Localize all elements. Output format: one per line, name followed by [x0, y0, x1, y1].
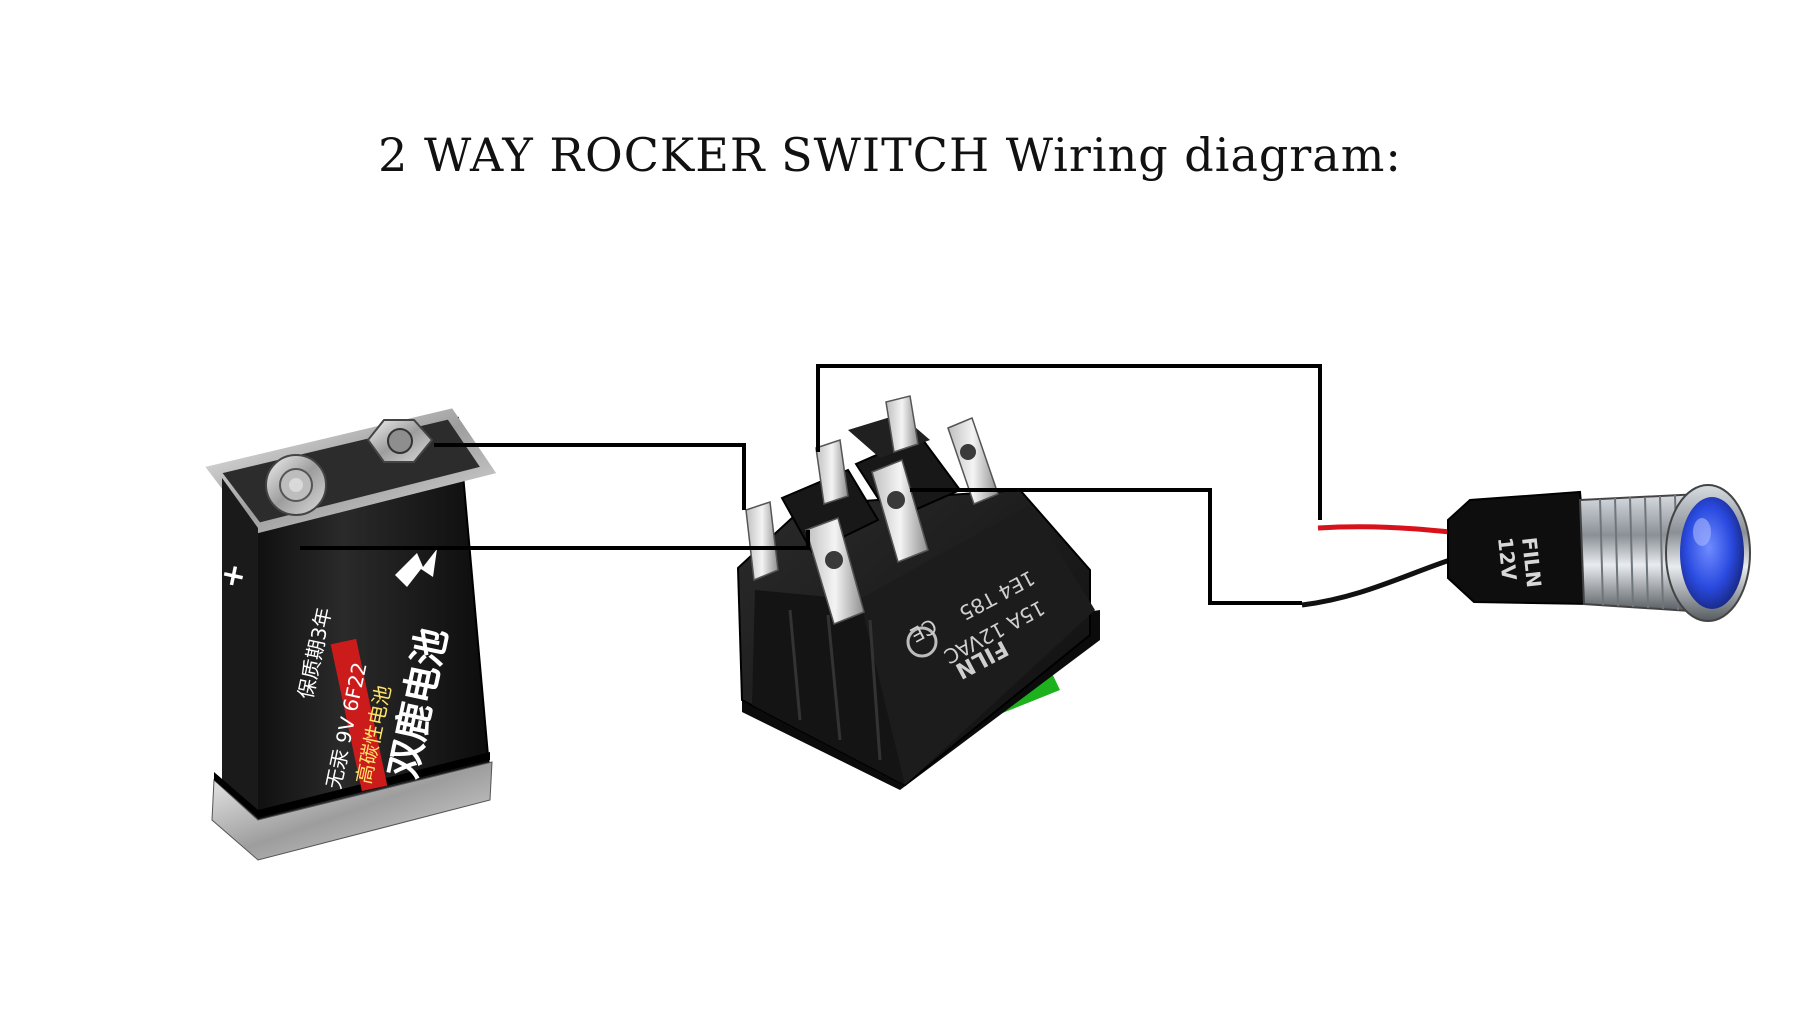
indicator-light: FILN 12V [1301, 484, 1751, 622]
rocker-switch: FILN 15A 12VAC 1E4 T85 CE [736, 395, 1100, 790]
indicator-brand: FILN [1517, 536, 1546, 589]
diagram-title: 2 WAY ROCKER SWITCH Wiring diagram: [378, 128, 1402, 182]
battery-9v: + 双鹿电池 高碳性电池 无汞 9V 6F22 保质期3年 [205, 408, 497, 861]
battery-negative-terminal [265, 454, 327, 516]
wire-switch-to-black-lead [910, 488, 1302, 605]
black-lead-wire [1301, 557, 1451, 608]
battery-positive-terminal [366, 419, 434, 463]
wire-positive-to-switch [434, 443, 746, 510]
indicator-lens [1680, 497, 1744, 609]
wire-switch-to-red-lead [816, 364, 1322, 520]
wiring [300, 364, 1322, 605]
battery-logo-icon [395, 549, 437, 587]
ccc-mark-icon [906, 626, 938, 658]
red-lead-wire [1317, 524, 1451, 535]
switch-terminals [745, 395, 999, 626]
indicator-voltage: 12V [1493, 536, 1521, 582]
wire-negative-to-switch [300, 530, 810, 550]
